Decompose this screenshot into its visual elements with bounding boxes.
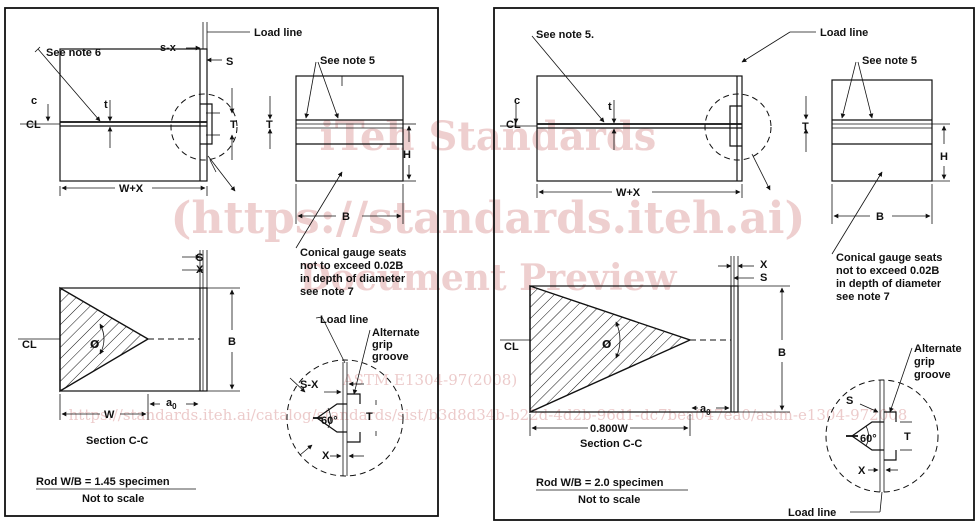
right-section-hatch	[529, 285, 692, 414]
watermark-line-5: https://standards.iteh.ai/catalog/standa…	[69, 406, 908, 424]
left-w-plus-x-label: W+X	[119, 183, 144, 195]
right-detail-view	[825, 379, 939, 493]
right-T-detail: T	[904, 431, 911, 443]
right-conical-note-1: Conical gauge seats	[836, 252, 942, 264]
right-alt-grip-1: Alternate	[914, 343, 962, 355]
left-T-detail: T	[366, 411, 373, 423]
left-c-label: c	[31, 95, 37, 107]
right-detail-circle	[704, 93, 772, 161]
right-a0-label: a0	[700, 403, 711, 417]
left-W-label: W	[104, 409, 115, 421]
right-see-note-5b: See note 5	[862, 55, 917, 67]
left-specimen-title: Rod W/B = 1.45 specimen	[36, 476, 170, 488]
left-s-label: S	[226, 56, 233, 68]
right-side-B-label: B	[876, 211, 884, 223]
right-side-view	[831, 79, 933, 182]
right-sec-X-label: X	[760, 259, 768, 271]
right-panel-border	[493, 7, 975, 521]
left-X-detail: X	[322, 450, 330, 462]
right-alt-grip-3: groove	[914, 369, 951, 381]
left-alt-grip-3: groove	[372, 351, 409, 363]
left-conical-note-2: not to exceed 0.02B	[300, 260, 403, 272]
right-alt-grip-2: grip	[914, 356, 935, 368]
right-scale-note: Not to scale	[578, 494, 640, 506]
left-section-cl: CL	[22, 339, 37, 351]
left-sec-B-label: B	[228, 336, 236, 348]
right-detail-load-line: Load line	[788, 507, 836, 519]
right-conical-note-2: not to exceed 0.02B	[836, 265, 939, 277]
left-front-view	[59, 48, 208, 182]
left-a0-label: a0	[166, 397, 177, 411]
left-s-minus-x-label: s-x	[160, 42, 177, 54]
left-side-B-label: B	[342, 211, 350, 223]
left-side-T-label: T	[266, 119, 273, 131]
left-angle-label: 60°	[321, 415, 338, 427]
right-conical-note-4: see note 7	[836, 291, 890, 303]
left-H-label: H	[403, 149, 411, 161]
left-conical-note-1: Conical gauge seats	[300, 247, 406, 259]
left-load-line-label: Load line	[254, 27, 302, 39]
right-X-detail: X	[858, 465, 866, 477]
right-section-cl: CL	[504, 341, 519, 353]
right-panel: See note 5. Load line c CL t W+X See not…	[493, 7, 975, 521]
left-section-title: Section C-C	[86, 435, 148, 447]
watermark-line-3: Document Preview	[299, 257, 677, 299]
right-w-plus-x-label: W+X	[616, 187, 641, 199]
right-specimen-title: Rod W/B = 2.0 specimen	[536, 477, 664, 489]
left-see-note-5: See note 5	[320, 55, 375, 67]
right-sec-B-label: B	[778, 347, 786, 359]
left-alt-grip-1: Alternate	[372, 327, 420, 339]
right-S-detail: S	[846, 395, 853, 407]
left-panel-border	[4, 7, 439, 517]
right-t-label: t	[608, 101, 612, 113]
left-conical-note-3: in depth of diameter	[300, 273, 406, 285]
left-see-note-6: See note 6	[46, 47, 101, 59]
right-load-line-label: Load line	[820, 27, 868, 39]
left-detail-view	[286, 359, 404, 477]
right-c-label: c	[514, 95, 520, 107]
left-T-label: T	[230, 119, 237, 131]
right-see-note-5a: See note 5.	[536, 29, 594, 41]
right-conical-note-3: in depth of diameter	[836, 278, 942, 290]
watermark-line-4: ASTM E1304-97(2008)	[342, 371, 517, 389]
right-phi-label: Ø	[602, 338, 612, 351]
left-conical-note-4: see note 7	[300, 286, 354, 298]
left-detail-circle	[170, 93, 238, 161]
left-side-view	[295, 75, 404, 182]
right-H-label: H	[940, 151, 948, 163]
left-cl-symbol: CL	[26, 119, 41, 131]
left-panel: Load line s-x S See note 6 c CL t T W+X	[4, 7, 439, 517]
watermark-line-2: (https://standards.iteh.ai)	[171, 193, 806, 244]
right-cl-symbol: CL	[506, 119, 521, 131]
right-width-label: 0.800W	[590, 423, 629, 435]
left-phi-label: Ø	[90, 338, 100, 351]
left-detail-load-line: Load line	[320, 314, 368, 326]
left-s-minus-x-detail: S-X	[300, 379, 319, 391]
right-sec-S-label: S	[760, 272, 767, 284]
right-section-title: Section C-C	[580, 438, 642, 450]
right-side-T-label: T	[802, 121, 809, 133]
left-t-label: t	[104, 99, 108, 111]
left-alt-grip-2: grip	[372, 339, 393, 351]
watermark: iTeh Standards (https://standards.iteh.a…	[69, 113, 908, 424]
left-scale-note: Not to scale	[82, 493, 144, 505]
